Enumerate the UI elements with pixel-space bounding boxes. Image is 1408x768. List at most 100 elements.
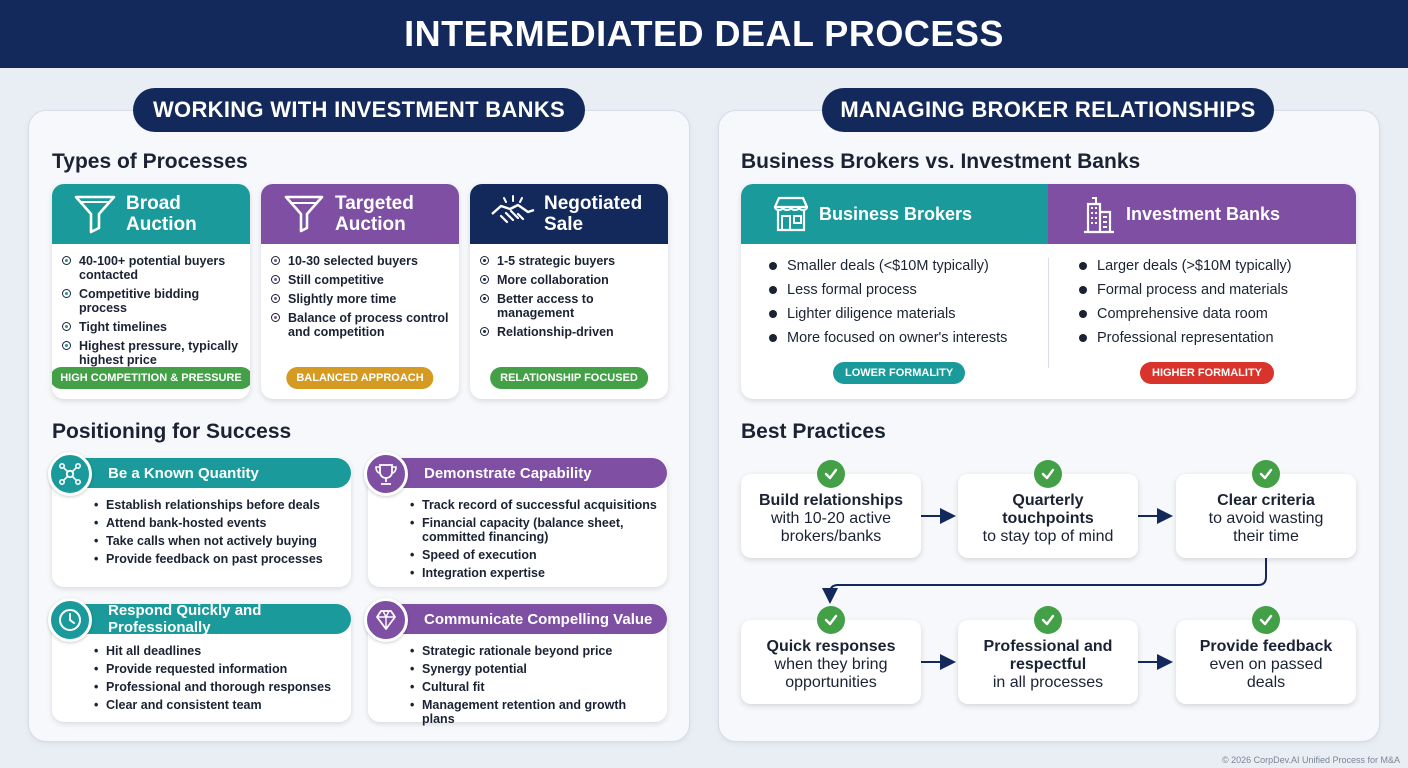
list-item: Provide requested information — [94, 662, 343, 676]
process-card-broad-auction: Broad Auction 40-100+ potential buyers c… — [52, 184, 250, 399]
brokers-header: Business Brokers — [741, 184, 1048, 244]
check-icon — [817, 460, 845, 488]
process-list: 1-5 strategic buyers More collaboration … — [470, 244, 668, 339]
positioning-title: Positioning for Success — [52, 420, 292, 443]
positioning-list: Establish relationships before deals Att… — [94, 498, 343, 570]
positioning-card-known-quantity: Be a Known Quantity Establish relationsh… — [48, 452, 351, 587]
process-card-targeted-auction: Targeted Auction 10-30 selected buyers S… — [261, 184, 459, 399]
check-icon — [1034, 606, 1062, 634]
list-item: Strategic rationale beyond price — [410, 644, 659, 658]
positioning-card-compelling-value: Communicate Compelling Value Strategic r… — [364, 598, 667, 726]
process-title: Targeted Auction — [335, 193, 414, 235]
right-panel-title: MANAGING BROKER RELATIONSHIPS — [822, 88, 1274, 132]
handshake-icon — [482, 189, 544, 239]
list-item: Take calls when not actively buying — [94, 534, 343, 548]
list-item: Professional and thorough responses — [94, 680, 343, 694]
positioning-list: Strategic rationale beyond price Synergy… — [410, 644, 659, 730]
list-item: 40-100+ potential buyers contacted — [62, 254, 242, 282]
list-item: Hit all deadlines — [94, 644, 343, 658]
banks-title: Investment Banks — [1126, 203, 1281, 224]
brokers-title: Business Brokers — [819, 203, 973, 224]
positioning-card-capability: Demonstrate Capability Track record of s… — [364, 452, 667, 587]
list-item: Lighter diligence materials — [769, 306, 1007, 322]
process-list: 40-100+ potential buyers contacted Compe… — [52, 244, 250, 367]
left-panel-title: WORKING WITH INVESTMENT BANKS — [133, 88, 585, 132]
positioning-card-title: Demonstrate Capability — [398, 458, 667, 488]
process-title: Broad Auction — [126, 193, 197, 235]
list-item: Tight timelines — [62, 320, 242, 334]
list-item: Still competitive — [271, 273, 451, 287]
practices-title: Best Practices — [741, 420, 886, 443]
list-item: Synergy potential — [410, 662, 659, 676]
process-badge: RELATIONSHIP FOCUSED — [490, 367, 648, 389]
funnel-icon — [64, 189, 126, 239]
network-icon — [48, 452, 92, 496]
building-icon — [1072, 194, 1124, 234]
check-icon — [1034, 460, 1062, 488]
check-icon — [1252, 606, 1280, 634]
list-item: Slightly more time — [271, 292, 451, 306]
list-item: 1-5 strategic buyers — [480, 254, 660, 268]
list-item: Relationship-driven — [480, 325, 660, 339]
list-item: Balance of process control and competiti… — [271, 311, 451, 339]
footer-copyright: © 2026 CorpDev.AI Unified Process for M&… — [1221, 755, 1400, 765]
banks-header: Investment Banks — [1048, 184, 1356, 244]
process-card-header: Broad Auction — [52, 184, 250, 244]
storefront-icon — [765, 195, 817, 233]
process-title: Negotiated Sale — [544, 193, 643, 235]
list-item: Larger deals (>$10M typically) — [1079, 258, 1292, 274]
process-card-header: Targeted Auction — [261, 184, 459, 244]
diamond-icon — [364, 598, 408, 642]
list-item: Establish relationships before deals — [94, 498, 343, 512]
list-item: Formal process and materials — [1079, 282, 1292, 298]
positioning-card-title: Communicate Compelling Value — [398, 604, 667, 634]
positioning-card-title: Respond Quickly and Professionally — [82, 602, 351, 636]
banks-list: Larger deals (>$10M typically) Formal pr… — [1079, 258, 1292, 354]
compare-title: Business Brokers vs. Investment Banks — [741, 150, 1141, 173]
list-item: 10-30 selected buyers — [271, 254, 451, 268]
process-badge: BALANCED APPROACH — [286, 367, 434, 389]
list-item: Management retention and growth plans — [410, 698, 659, 726]
list-item: Cultural fit — [410, 680, 659, 694]
list-item: Provide feedback on past processes — [94, 552, 343, 566]
positioning-list: Hit all deadlines Provide requested info… — [94, 644, 343, 716]
page-title: INTERMEDIATED DEAL PROCESS — [404, 13, 1004, 54]
list-item: Attend bank-hosted events — [94, 516, 343, 530]
process-card-header: Negotiated Sale — [470, 184, 668, 244]
positioning-card-title: Be a Known Quantity — [82, 458, 351, 488]
trophy-icon — [364, 452, 408, 496]
list-item: Smaller deals (<$10M typically) — [769, 258, 1007, 274]
lower-formality-badge: LOWER FORMALITY — [833, 362, 966, 384]
positioning-card-respond-quickly: Respond Quickly and Professionally Hit a… — [48, 598, 351, 722]
list-item: Financial capacity (balance sheet, commi… — [410, 516, 659, 544]
process-card-negotiated-sale: Negotiated Sale 1-5 strategic buyers Mor… — [470, 184, 668, 399]
list-item: Integration expertise — [410, 566, 659, 580]
brokers-list: Smaller deals (<$10M typically) Less for… — [769, 258, 1007, 354]
clock-icon — [48, 598, 92, 642]
list-item: Track record of successful acquisitions — [410, 498, 659, 512]
positioning-list: Track record of successful acquisitions … — [410, 498, 659, 584]
list-item: More collaboration — [480, 273, 660, 287]
divider — [1048, 258, 1049, 368]
list-item: Less formal process — [769, 282, 1007, 298]
list-item: More focused on owner's interests — [769, 330, 1007, 346]
list-item: Professional representation — [1079, 330, 1292, 346]
header-bar: INTERMEDIATED DEAL PROCESS — [0, 0, 1408, 68]
processes-title: Types of Processes — [52, 150, 248, 173]
list-item: Clear and consistent team — [94, 698, 343, 712]
higher-formality-badge: HIGHER FORMALITY — [1140, 362, 1274, 384]
list-item: Speed of execution — [410, 548, 659, 562]
check-icon — [817, 606, 845, 634]
list-item: Competitive bidding process — [62, 287, 242, 315]
list-item: Comprehensive data room — [1079, 306, 1292, 322]
list-item: Highest pressure, typically highest pric… — [62, 339, 242, 367]
process-badge: HIGH COMPETITION & PRESSURE — [52, 367, 250, 389]
check-icon — [1252, 460, 1280, 488]
narrow-funnel-icon — [273, 189, 335, 239]
